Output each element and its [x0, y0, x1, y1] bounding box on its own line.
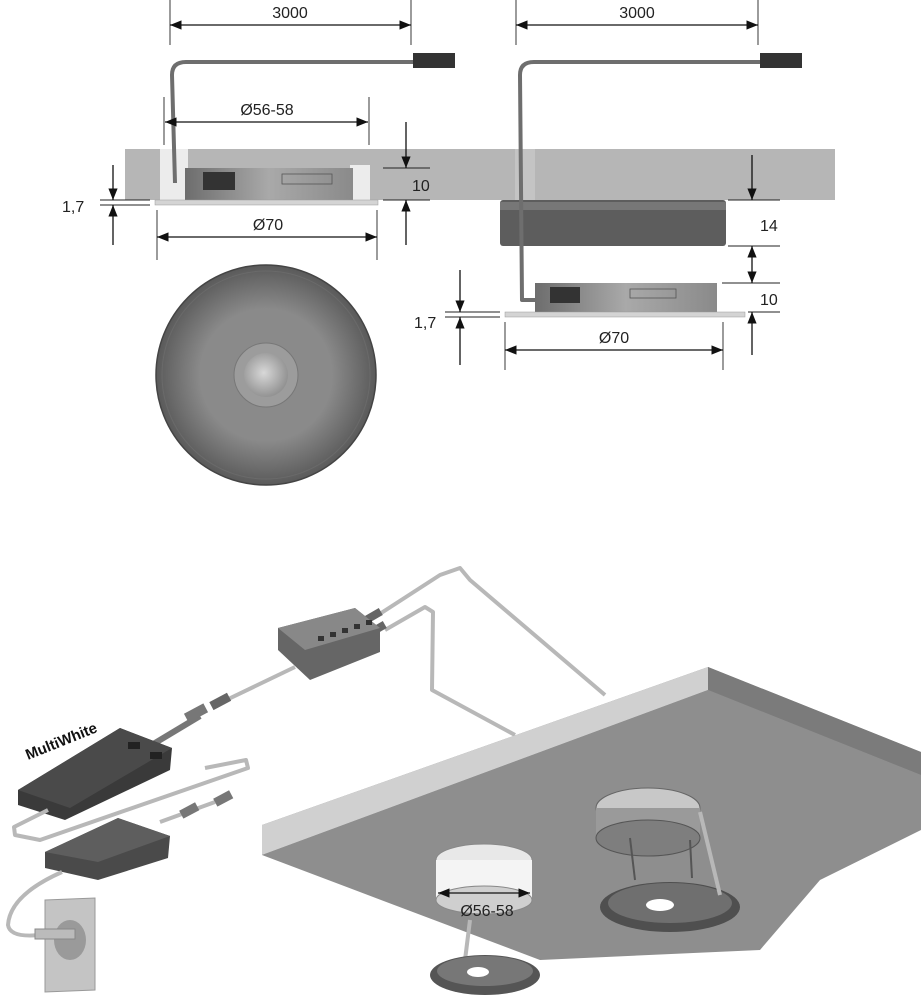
dim-cutout-diameter: Ø56-58	[460, 903, 513, 920]
installation-illustration: Ø56-58 MultiWhite	[6, 566, 921, 995]
sensor-lens	[244, 353, 288, 397]
mounting-panel	[485, 149, 835, 200]
dim-flange-diameter: Ø70	[253, 217, 283, 234]
dim-ring-height: 14	[760, 218, 778, 235]
cable	[170, 60, 415, 184]
plug-connector	[413, 53, 455, 68]
surface-mount-ring	[500, 200, 726, 246]
cable	[373, 566, 607, 697]
dim-cable-length: 3000	[619, 5, 655, 22]
right-side-view: 3000 14 10 1,7 Ø70	[414, 0, 835, 370]
dim-cutout-diameter: Ø56-58	[240, 102, 293, 119]
dim-cable-length: 3000	[272, 5, 308, 22]
dim-flange-diameter: Ø70	[599, 330, 629, 347]
cable	[518, 60, 762, 302]
fixture-flange	[504, 311, 746, 318]
dim-height: 10	[760, 292, 778, 309]
plug-connector	[760, 53, 802, 68]
connector-block	[203, 172, 235, 190]
panel-edge	[262, 667, 708, 855]
dim-flange-thickness: 1,7	[62, 199, 84, 216]
dim-flange-thickness: 1,7	[414, 315, 436, 332]
front-view	[155, 264, 377, 486]
left-side-view: 3000 Ø56-58 10 1,7 Ø70	[62, 0, 485, 260]
dim-height: 10	[412, 178, 430, 195]
cable	[384, 605, 516, 737]
fixture-flange	[154, 199, 379, 206]
